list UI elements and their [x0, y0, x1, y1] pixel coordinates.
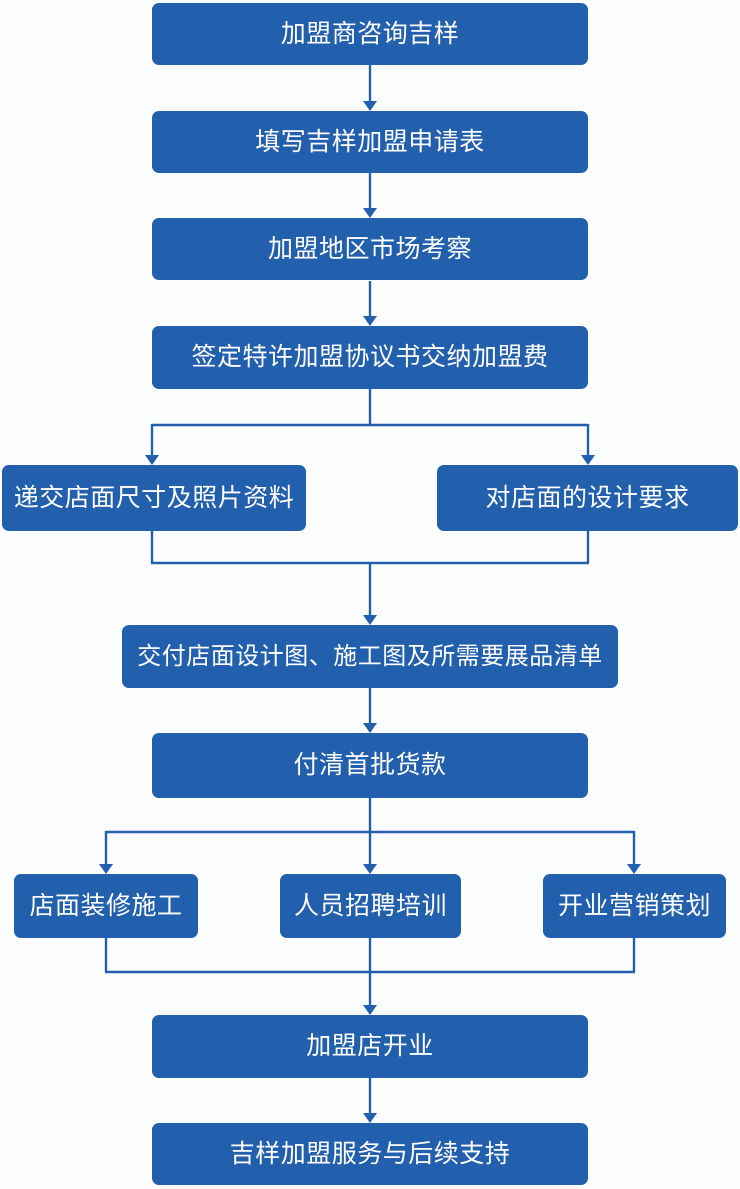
arrowhead-icon: [363, 1113, 377, 1123]
arrowheads: [99, 101, 641, 1123]
arrowhead-icon: [363, 864, 377, 874]
flow-node-pay-first-goods: 付清首批货款: [152, 733, 588, 798]
flow-node-store-decoration: 店面装修施工: [14, 874, 198, 938]
arrowhead-icon: [99, 864, 113, 874]
arrowhead-icon: [363, 723, 377, 733]
arrowhead-icon: [363, 101, 377, 111]
flow-node-store-opening: 加盟店开业: [152, 1015, 588, 1078]
arrowhead-icon: [363, 1005, 377, 1015]
flow-node-opening-marketing: 开业营销策划: [543, 874, 726, 938]
flow-node-application-form: 填写吉样加盟申请表: [152, 111, 588, 173]
flow-node-design-requirements: 对店面的设计要求: [437, 465, 738, 531]
flow-node-submit-store-info: 递交店面尺寸及照片资料: [2, 465, 306, 531]
flow-node-market-survey: 加盟地区市场考察: [152, 218, 588, 280]
flow-node-sign-agreement: 签定特许加盟协议书交纳加盟费: [152, 326, 588, 389]
flow-node-deliver-design: 交付店面设计图、施工图及所需要展品清单: [122, 625, 618, 688]
connector-merge-three-way: [104, 938, 636, 1006]
arrowhead-icon: [581, 455, 595, 465]
flow-node-followup-support: 吉样加盟服务与后续支持: [152, 1123, 588, 1185]
flow-node-consult: 加盟商咨询吉样: [152, 3, 588, 65]
arrowhead-icon: [627, 864, 641, 874]
arrowhead-icon: [145, 455, 159, 465]
arrowhead-icon: [363, 316, 377, 326]
arrowhead-icon: [363, 208, 377, 218]
connector-branch-three-way: [104, 798, 636, 865]
flow-node-staff-recruitment: 人员招聘培训: [280, 874, 461, 938]
connector-branch-two-way: [150, 389, 590, 456]
arrowhead-icon: [363, 615, 377, 625]
connector-merge-two-way: [150, 531, 590, 616]
connector-lines: [104, 65, 636, 1114]
